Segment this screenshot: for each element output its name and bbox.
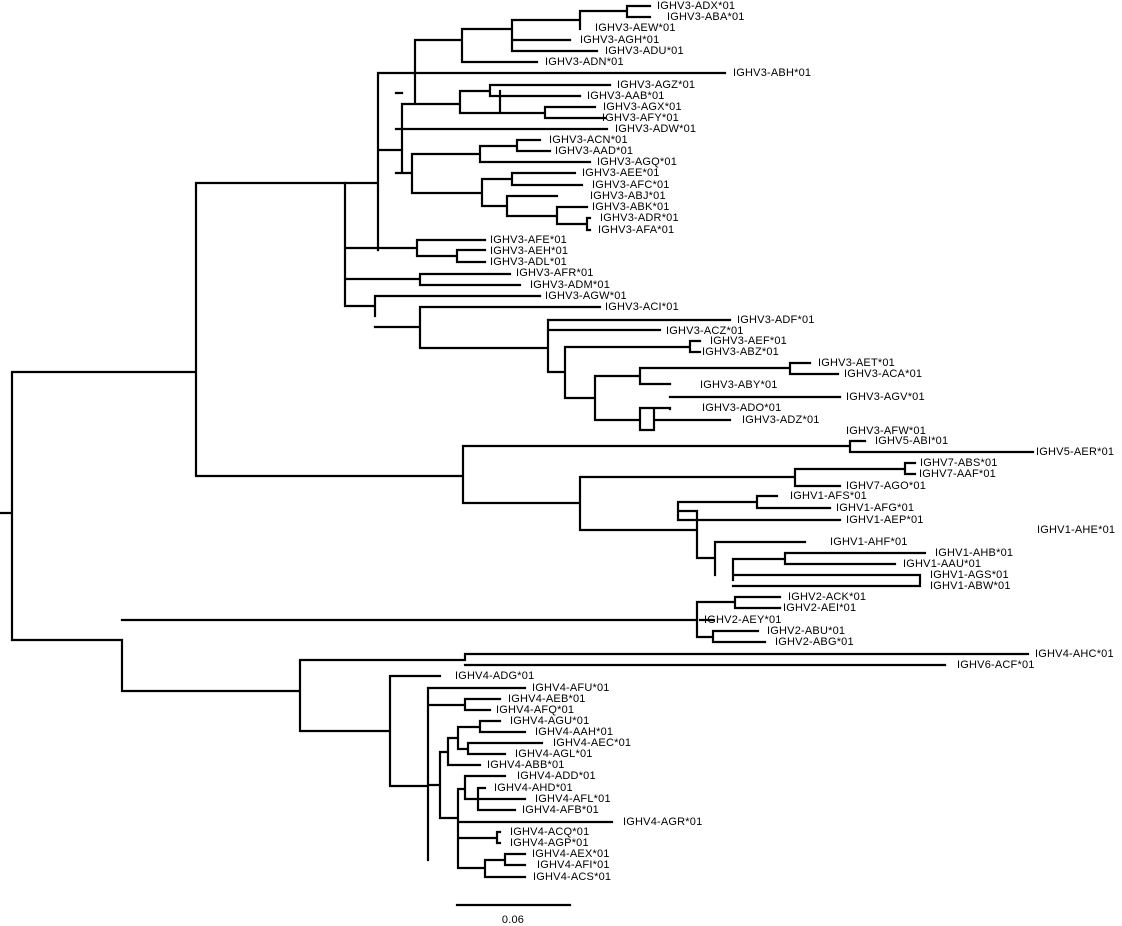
tree-branches-other: [0, 181, 1035, 879]
leaf-label: IGHV2-ABG*01: [775, 636, 854, 648]
leaf-label: IGHV1-AFG*01: [836, 502, 914, 514]
leaf-label: IGHV6-ACF*01: [957, 659, 1035, 671]
leaf-label: IGHV3-ADZ*01: [742, 414, 820, 426]
leaf-label: IGHV3-AET*01: [818, 357, 895, 369]
leaf-label: IGHV7-AGO*01: [846, 480, 926, 492]
leaf-label: IGHV3-ADF*01: [737, 314, 815, 326]
leaf-label: IGHV3-AEW*01: [595, 22, 676, 34]
leaf-label: IGHV3-ADL*01: [490, 256, 567, 268]
leaf-label: IGHV3-ACA*01: [844, 368, 922, 380]
leaf-label: IGHV4-AFQ*01: [496, 704, 574, 716]
leaf-label: IGHV3-AFR*01: [516, 267, 594, 279]
leaf-label: IGHV3-AGH*01: [580, 34, 659, 46]
leaf-label: IGHV1-AHB*01: [935, 547, 1013, 559]
leaf-label: IGHV3-ADN*01: [545, 56, 624, 68]
leaf-label: IGHV4-AFI*01: [537, 859, 610, 871]
leaf-label: IGHV4-AGP*01: [510, 837, 589, 849]
leaf-label: IGHV1-AHF*01: [830, 536, 908, 548]
leaf-label: IGHV3-ADX*01: [657, 0, 735, 12]
leaf-label: IGHV4-AFU*01: [532, 682, 610, 694]
leaf-label: IGHV4-AGR*01: [623, 816, 702, 828]
leaf-label: IGHV3-AFC*01: [592, 179, 670, 191]
leaf-label: IGHV4-ACQ*01: [510, 826, 589, 838]
leaf-label: IGHV1-AFS*01: [790, 490, 867, 502]
leaf-labels: IGHV3-ADX*01IGHV3-ABA*01IGHV3-AEW*01IGHV…: [455, 0, 1115, 883]
leaf-label: IGHV4-AFL*01: [535, 793, 611, 805]
leaf-label: IGHV7-AAF*01: [919, 468, 996, 480]
leaf-label: IGHV4-AHD*01: [494, 782, 573, 794]
leaf-label: IGHV3-AGQ*01: [597, 156, 677, 168]
leaf-label: IGHV3-ABY*01: [700, 379, 778, 391]
leaf-label: IGHV3-ADM*01: [530, 279, 610, 291]
leaf-label: IGHV1-AEP*01: [846, 514, 924, 526]
leaf-label: IGHV3-ABA*01: [667, 11, 745, 23]
leaf-label: IGHV3-AFY*01: [602, 112, 679, 124]
leaf-label: IGHV1-ABW*01: [930, 580, 1011, 592]
leaf-label: IGHV3-AAD*01: [555, 145, 633, 157]
leaf-label: IGHV4-AGU*01: [510, 715, 589, 727]
leaf-label: IGHV4-ACS*01: [533, 871, 611, 883]
leaf-label: IGHV3-ABJ*01: [590, 190, 666, 202]
leaf-label: IGHV3-AEF*01: [710, 335, 787, 347]
leaf-label: IGHV3-AGV*01: [846, 391, 925, 403]
leaf-label: IGHV3-AFE*01: [490, 234, 567, 246]
leaf-label: IGHV3-AEH*01: [490, 245, 568, 257]
leaf-label: IGHV4-ADG*01: [455, 670, 534, 682]
leaf-label: IGHV3-ABK*01: [592, 201, 670, 213]
leaf-label: IGHV2-ABU*01: [767, 625, 845, 637]
leaf-label: IGHV3-AFW*01: [846, 425, 926, 437]
leaf-label: IGHV1-AAU*01: [903, 558, 981, 570]
leaf-label: IGHV3-AGW*01: [545, 290, 627, 302]
leaf-label: IGHV3-ADO*01: [702, 402, 781, 414]
leaf-label: IGHV4-AEC*01: [553, 737, 631, 749]
leaf-label: IGHV3-AEE*01: [582, 167, 660, 179]
leaf-label: IGHV2-ACK*01: [788, 591, 866, 603]
tree-branches: [0, 4, 1035, 879]
leaf-label: IGHV3-AGZ*01: [617, 79, 695, 91]
leaf-label: IGHV2-AEY*01: [704, 614, 782, 626]
leaf-label: IGHV7-ABS*01: [920, 457, 998, 469]
leaf-label: IGHV4-AAH*01: [535, 726, 613, 738]
leaf-label: IGHV5-ABI*01: [875, 435, 948, 447]
leaf-label: IGHV4-AEX*01: [532, 848, 610, 860]
leaf-label: IGHV3-ADU*01: [605, 45, 684, 57]
leaf-label: IGHV3-AFA*01: [598, 224, 674, 236]
scale-bar-label: 0.06: [502, 914, 524, 926]
leaf-label: IGHV4-ADD*01: [517, 770, 596, 782]
leaf-label: IGHV4-ABB*01: [487, 759, 565, 771]
leaf-label: IGHV1-AHE*01: [1037, 524, 1115, 536]
leaf-label: IGHV2-AEI*01: [783, 602, 856, 614]
leaf-label: IGHV3-ADW*01: [615, 123, 696, 135]
leaf-label: IGHV3-AGX*01: [603, 101, 682, 113]
leaf-label: IGHV3-ACI*01: [605, 301, 679, 313]
leaf-label: IGHV3-ACZ*01: [666, 325, 744, 337]
leaf-label: IGHV4-AHC*01: [1035, 648, 1114, 660]
leaf-label: IGHV4-AGL*01: [515, 748, 593, 760]
leaf-label: IGHV4-AEB*01: [508, 693, 586, 705]
leaf-label: IGHV3-ABZ*01: [702, 346, 779, 358]
leaf-label: IGHV3-AAB*01: [587, 90, 665, 102]
scale-bar: 0.06: [455, 903, 572, 926]
leaf-label: IGHV4-AFB*01: [522, 804, 599, 816]
leaf-label: IGHV3-ADR*01: [600, 212, 679, 224]
leaf-label: IGHV3-ABH*01: [733, 67, 811, 79]
tree-branches-ighv3: [343, 4, 842, 432]
leaf-label: IGHV5-AER*01: [1036, 446, 1114, 458]
leaf-label: IGHV3-ACN*01: [549, 134, 628, 146]
leaf-label: IGHV1-AGS*01: [930, 569, 1009, 581]
